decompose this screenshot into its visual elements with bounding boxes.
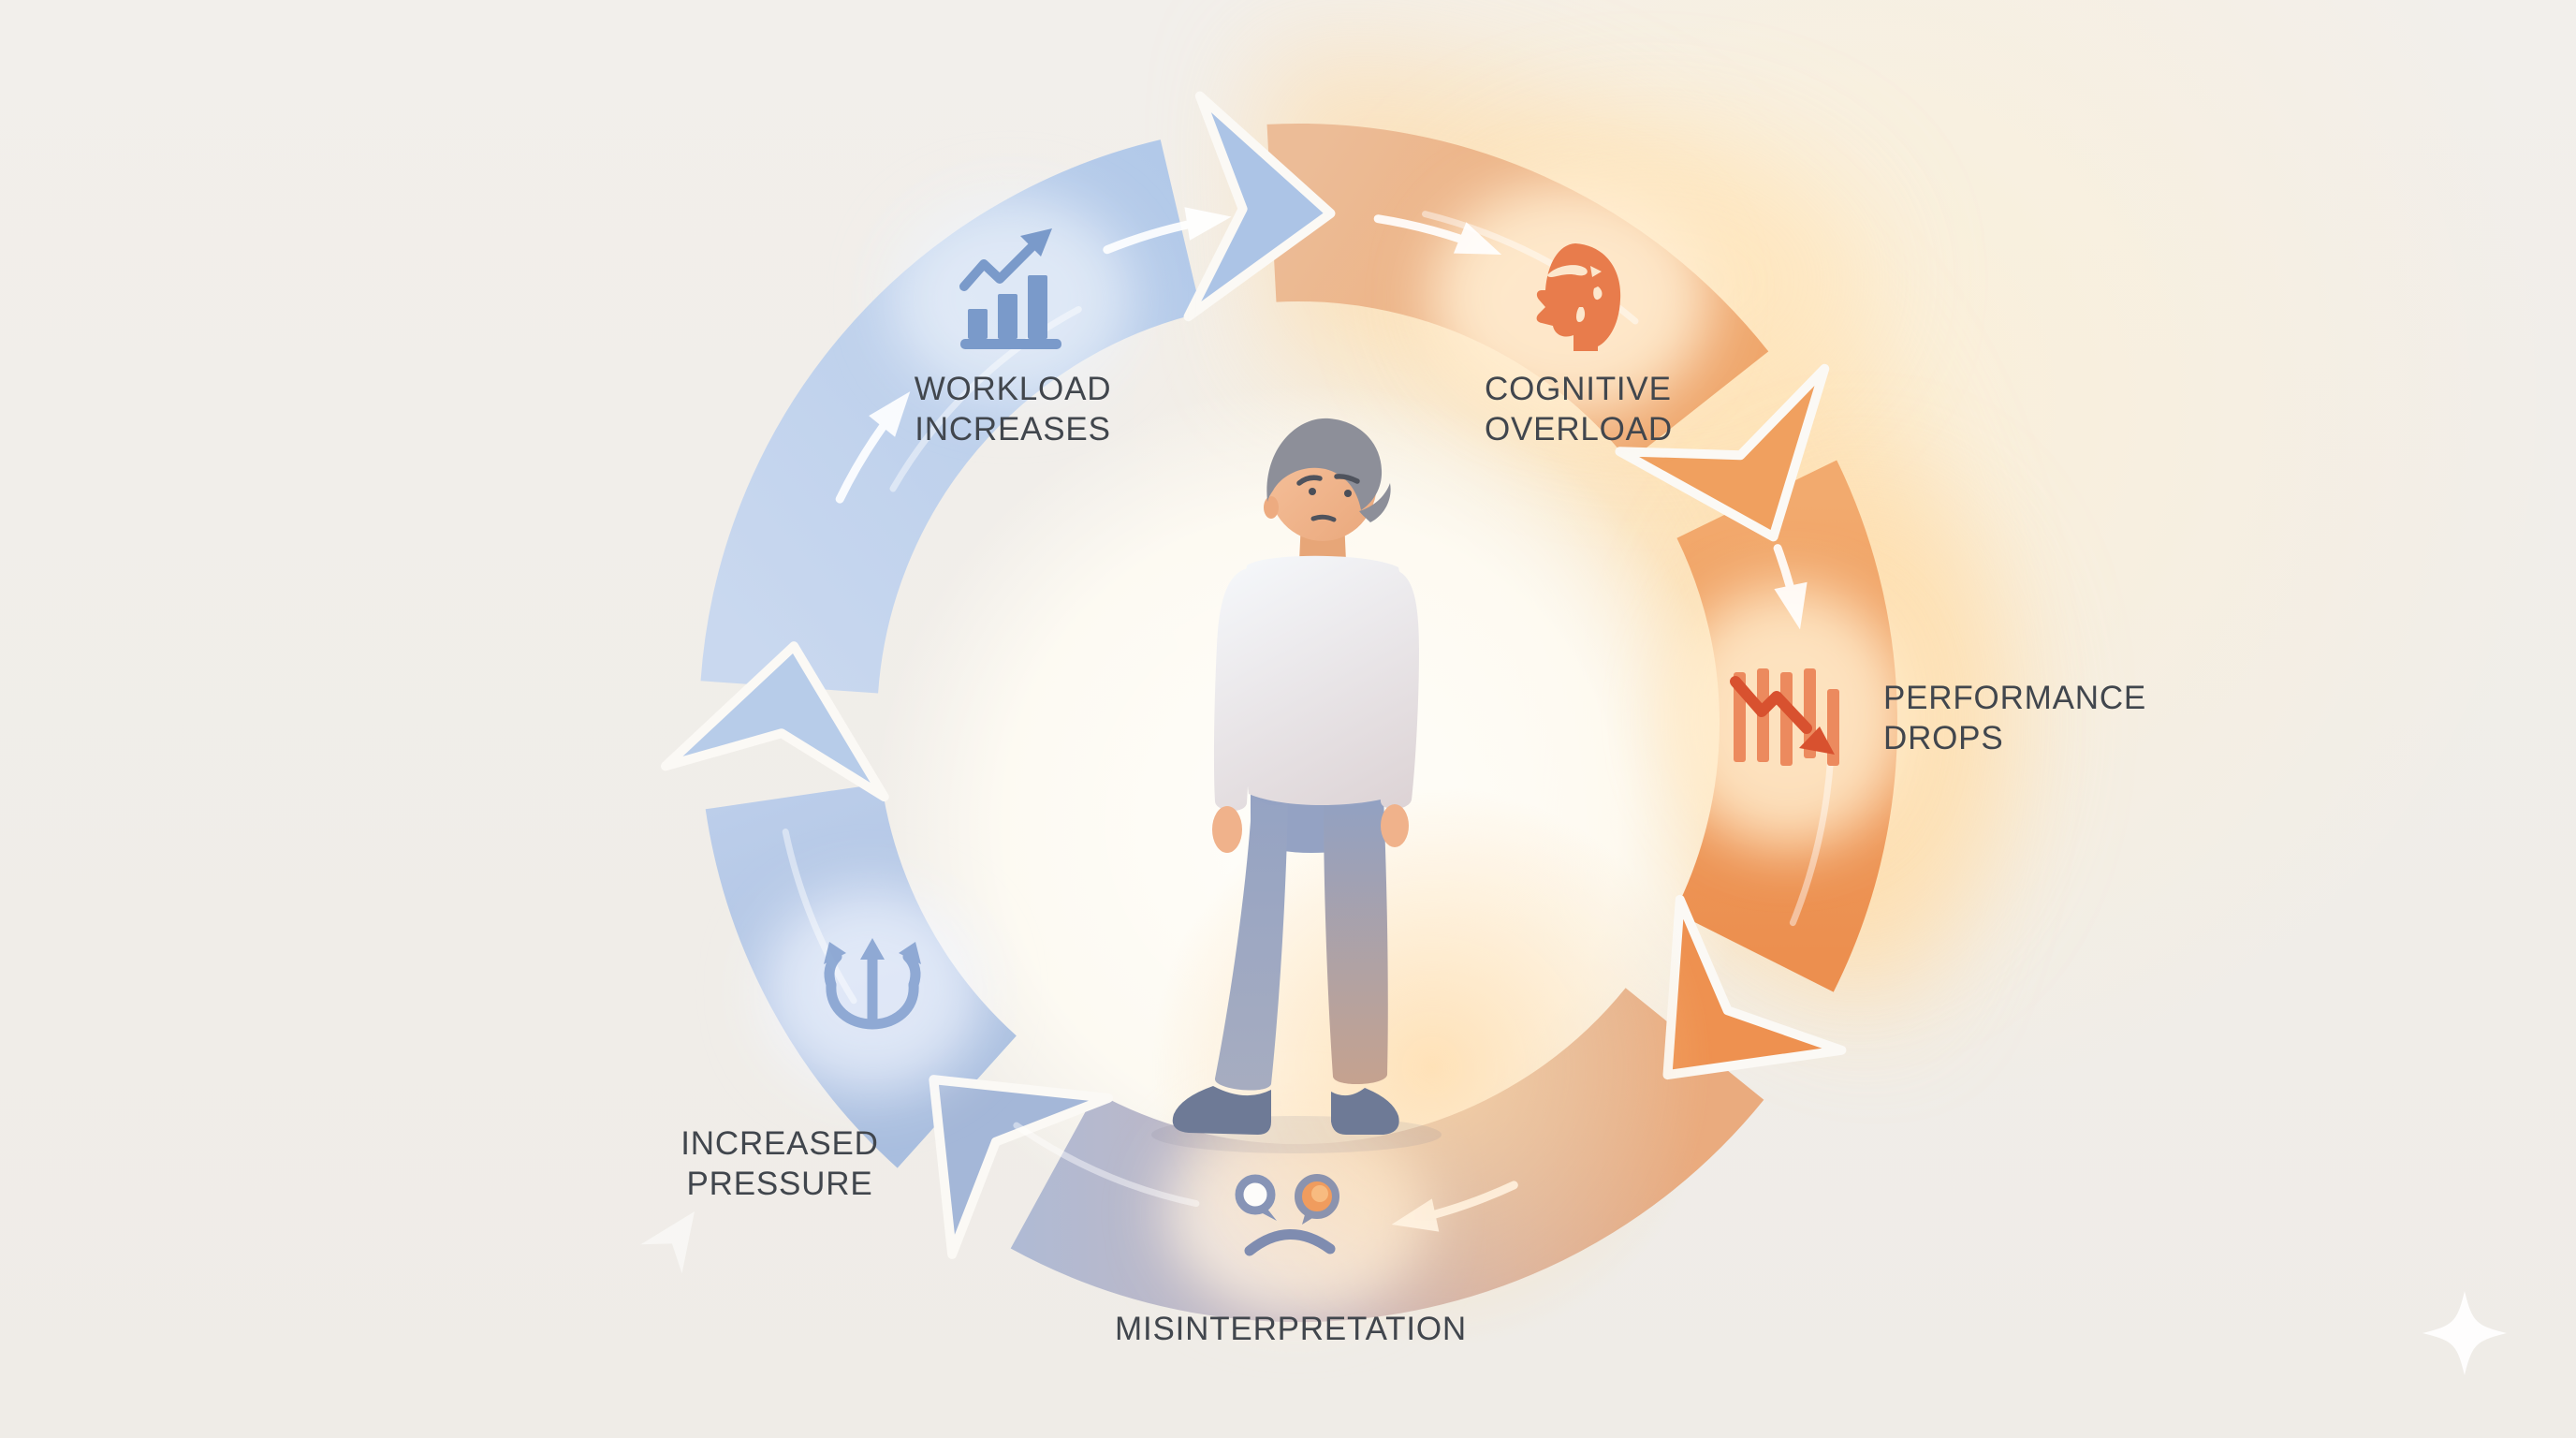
label-misinterpretation: MISINTERPRETATION	[1057, 1309, 1525, 1349]
sparkle-star-icon	[2422, 1291, 2507, 1375]
label-line: WORKLOAD	[914, 371, 1112, 407]
pressure-trident-arrows-icon	[824, 938, 921, 1030]
person-hair-flick	[1359, 483, 1391, 522]
label-line: OVERLOAD	[1485, 411, 1673, 448]
label-cognitive-overload: COGNITIVE OVERLOAD	[1485, 369, 1822, 449]
person-ear	[1264, 496, 1279, 519]
confused-sad-face-icon	[1235, 1174, 1339, 1256]
person-torso	[1242, 555, 1408, 805]
person-right-sleeve	[1374, 568, 1419, 810]
label-performance-drops: PERFORMANCE DROPS	[1883, 678, 2239, 758]
person-right-leg	[1324, 796, 1388, 1085]
label-line: PERFORMANCE	[1883, 680, 2147, 716]
feet-glow	[1151, 786, 1713, 1348]
dejected-person-illustration	[1151, 418, 1442, 1153]
declining-bars-arrow-icon	[1730, 668, 1839, 766]
person-right-hand	[1381, 804, 1409, 847]
arrowhead-right-top-icon	[1615, 363, 1830, 542]
label-line: DROPS	[1883, 720, 2004, 756]
brain-squiggles	[1547, 265, 1603, 322]
arrowhead-top-icon	[1183, 91, 1336, 322]
person-left-hand	[1212, 806, 1242, 853]
faint-arrow-decoration	[640, 1211, 695, 1274]
rising-bar-chart-icon	[959, 228, 1061, 349]
label-line: COGNITIVE	[1485, 371, 1672, 407]
label-increased-pressure: INCREASED PRESSURE	[621, 1123, 939, 1204]
person-right-shoe	[1331, 1088, 1399, 1135]
label-workload-increases: WORKLOAD INCREASES	[863, 369, 1163, 449]
person-left-leg	[1214, 794, 1288, 1091]
label-line: PRESSURE	[686, 1166, 873, 1202]
person-left-shoe	[1172, 1086, 1271, 1135]
label-line: INCREASED	[681, 1125, 879, 1162]
arrowhead-left-icon	[660, 641, 889, 802]
label-line: MISINTERPRETATION	[1115, 1311, 1467, 1347]
label-line: INCREASES	[915, 411, 1111, 448]
person-hair	[1266, 418, 1383, 510]
person-left-sleeve	[1213, 567, 1256, 812]
arrowhead-bottom-left-icon	[929, 1075, 1114, 1259]
head-profile-brain-icon	[1536, 243, 1621, 351]
person-face	[1296, 474, 1360, 522]
